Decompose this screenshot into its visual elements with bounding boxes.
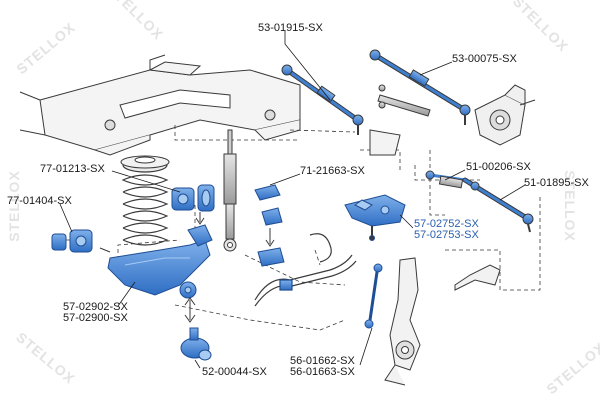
steering-knuckle	[384, 257, 421, 386]
tie-rod-left	[281, 64, 364, 135]
bushing-77-01213	[171, 184, 215, 212]
bushing-77-01404	[51, 229, 93, 253]
spring-seat	[120, 155, 170, 169]
coil-spring	[121, 157, 169, 246]
label-57-02900: 57-02900-SX	[63, 312, 128, 324]
label-56-01662: 56-01662-SX	[290, 355, 355, 367]
lower-control-arm	[107, 224, 213, 299]
steering-damper	[369, 84, 431, 156]
label-51-01895: 51-01895-SX	[524, 177, 589, 189]
label-57-02753: 57-02753-SX	[414, 229, 479, 241]
shock-absorber	[223, 129, 237, 252]
label-53-00075: 53-00075-SX	[452, 53, 517, 65]
stabilizer-link	[364, 263, 383, 329]
label-57-02752-57-02753: 57-02752-SX 57-02753-SX	[414, 219, 479, 241]
label-52-00044: 52-00044-SX	[202, 366, 267, 378]
tie-rod-assembly-lower	[425, 170, 534, 233]
ball-joint	[180, 327, 212, 361]
stabilizer-bar	[254, 233, 357, 307]
steering-box	[474, 84, 536, 146]
upper-control-arm-highlighted	[344, 194, 406, 241]
subframe	[19, 54, 301, 156]
label-77-01213: 77-01213-SX	[40, 163, 105, 175]
label-77-01404: 77-01404-SX	[7, 195, 72, 207]
tie-rod-right	[369, 49, 471, 125]
label-56-01663: 56-01663-SX	[290, 366, 355, 378]
ball-joint-arrow	[184, 297, 196, 323]
label-57-02752: 57-02752-SX	[414, 218, 479, 230]
label-56-01662-56-01663: 56-01662-SX 56-01663-SX	[290, 356, 355, 378]
label-71-21663: 71-21663-SX	[300, 165, 365, 177]
label-53-01915: 53-01915-SX	[258, 22, 323, 34]
label-57-02902: 57-02902-SX	[63, 301, 128, 313]
lower-bracket	[454, 264, 501, 291]
label-57-02902-57-02900: 57-02902-SX 57-02900-SX	[63, 302, 128, 324]
bushing-arrows	[99, 212, 205, 253]
label-51-00206: 51-00206-SX	[466, 161, 531, 173]
label-leaders	[59, 31, 526, 369]
stabilizer-bushing-71-21663	[254, 184, 285, 267]
